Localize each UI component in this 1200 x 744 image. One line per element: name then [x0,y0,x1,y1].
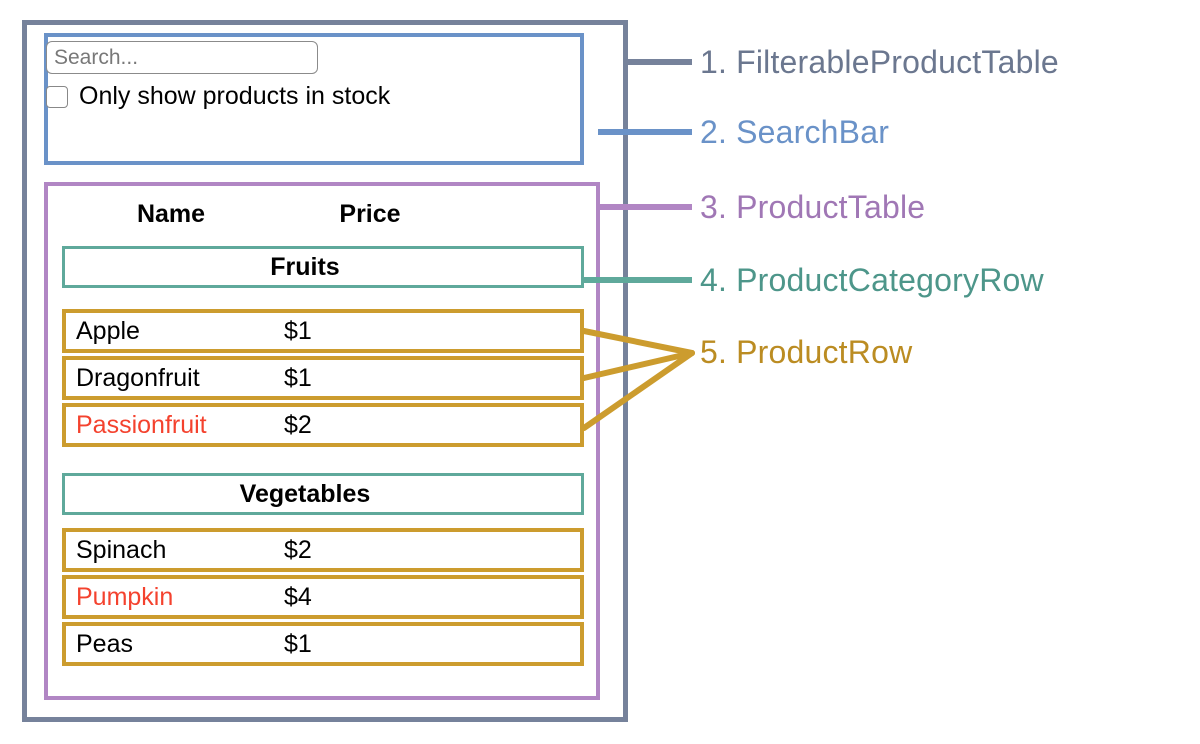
annotation-number: 2. [700,114,728,150]
product-row-price: $1 [284,316,312,345]
annotation-number: 3. [700,189,728,225]
product-row-price: $2 [284,535,312,564]
product-row-price: $2 [284,410,312,439]
column-header-name: Name [136,199,206,228]
in-stock-checkbox[interactable] [46,85,68,108]
annotation-search-bar: 2.SearchBar [700,116,889,148]
product-row-name: Passionfruit [76,410,207,439]
product-row-price: $1 [284,363,312,392]
annotation-label: ProductRow [736,334,913,370]
product-row-name: Apple [76,316,140,345]
annotation-label: ProductTable [736,189,926,225]
column-header-price: Price [339,199,401,228]
annotation-filterable-product-table: 1.FilterableProductTable [700,46,1059,78]
product-row: Passionfruit $2 [62,403,584,447]
product-row-name: Peas [76,629,133,658]
product-row-price: $1 [284,629,312,658]
product-category-row-label: Vegetables [239,479,371,508]
in-stock-checkbox-label: Only show products in stock [79,82,391,110]
annotation-label: FilterableProductTable [736,44,1059,80]
product-row-name: Dragonfruit [76,363,200,392]
annotation-product-table: 3.ProductTable [700,191,925,223]
product-category-row: Fruits [62,246,584,288]
product-row: Peas $1 [62,622,584,666]
product-category-row-label: Fruits [270,252,340,281]
product-table-header: Name Price [62,194,584,234]
product-row-name: Spinach [76,535,167,564]
in-stock-filter-row[interactable]: Only show products in stock [46,84,390,109]
product-row: Dragonfruit $1 [62,356,584,400]
annotation-label: SearchBar [736,114,890,150]
product-category-row: Vegetables [62,473,584,515]
annotation-number: 5. [700,334,728,370]
annotation-number: 1. [700,44,728,80]
product-row: Spinach $2 [62,528,584,572]
search-input[interactable]: Search... [46,41,318,74]
product-row-name: Pumpkin [76,582,174,611]
product-row: Apple $1 [62,309,584,353]
annotation-product-row: 5.ProductRow [700,336,912,368]
product-row: Pumpkin $4 [62,575,584,619]
product-row-price: $4 [284,582,312,611]
annotation-label: ProductCategoryRow [736,262,1044,298]
annotation-product-category-row: 4.ProductCategoryRow [700,264,1044,296]
annotation-number: 4. [700,262,728,298]
